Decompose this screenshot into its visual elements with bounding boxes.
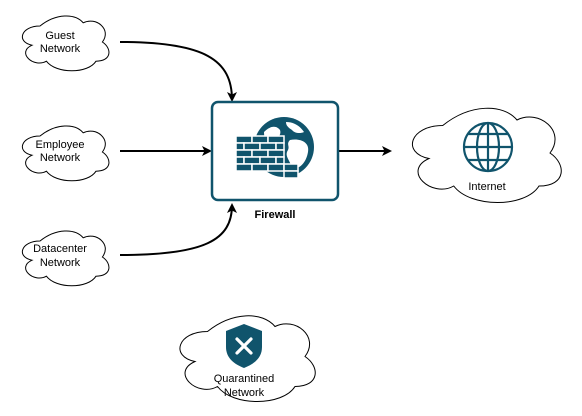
edge-datacenter-to-firewall: [119, 203, 237, 256]
datacenter-network-label-line2: Network: [40, 257, 81, 269]
guest-network-label-line2: Network: [40, 43, 81, 55]
guest-network-label-line1: Guest: [45, 30, 74, 42]
shield-x-icon: [226, 324, 262, 368]
quarantined-network-node[interactable]: Quarantined Network: [179, 315, 316, 403]
employee-network-label-line1: Employee: [36, 139, 85, 151]
firewall-node[interactable]: Firewall: [210, 100, 340, 221]
internet-label: Internet: [468, 181, 505, 193]
internet-node[interactable]: Internet: [411, 107, 562, 204]
datacenter-network-node[interactable]: Datacenter Network: [21, 230, 110, 287]
employee-network-label-line2: Network: [40, 152, 81, 164]
employee-network-node[interactable]: Employee Network: [21, 125, 110, 182]
datacenter-network-label-line1: Datacenter: [33, 243, 87, 255]
guest-network-node[interactable]: Guest Network: [21, 15, 110, 72]
quarantined-network-label-line2: Network: [224, 387, 265, 399]
firewall-globe-icon: [235, 117, 314, 179]
quarantined-network-label-line1: Quarantined: [214, 373, 275, 385]
globe-icon: [462, 121, 514, 173]
edge-guest-to-firewall: [119, 41, 237, 102]
firewall-label: Firewall: [255, 209, 296, 221]
